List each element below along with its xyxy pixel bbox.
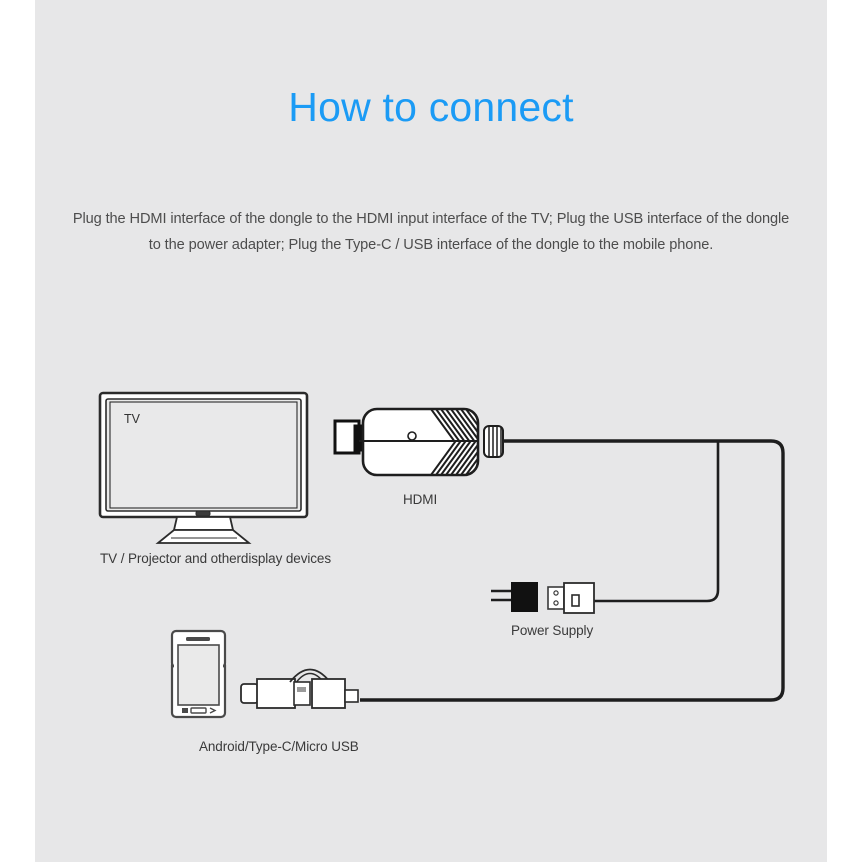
cable-to-power-supply (578, 441, 720, 603)
cable-group (360, 439, 785, 702)
tv-stand-neck (172, 516, 235, 531)
power-adapter-body (511, 582, 538, 612)
tv-stand-foot (155, 529, 252, 544)
tv-screen-label: TV (124, 412, 140, 426)
type-c-plug-housing (256, 678, 296, 709)
tv-illustration (98, 391, 309, 544)
tv-caption: TV / Projector and otherdisplay devices (100, 551, 331, 566)
dual-connector-cable-neck (344, 689, 359, 703)
micro-usb-adapter-slot (297, 687, 306, 692)
phone-button-home (190, 707, 207, 714)
phone-button-back-icon (209, 707, 217, 714)
usb-a-metal-shell (547, 586, 565, 610)
cable-hdmi-to-phone (360, 439, 785, 702)
phone-button-menu (182, 708, 188, 713)
usb-a-shell-hole-bottom (553, 600, 559, 606)
power-supply-caption: Power Supply (511, 623, 594, 638)
micro-usb-body (311, 678, 346, 709)
dongle-led-indicator (407, 431, 417, 441)
phone-connector-caption: Android/Type-C/Micro USB (199, 739, 359, 754)
hdmi-dongle-illustration (333, 407, 504, 477)
power-supply-illustration (491, 582, 595, 614)
phone-earpiece (186, 637, 210, 641)
tv-power-indicator (195, 510, 211, 517)
dongle-strain-relief-ribs (488, 426, 502, 457)
dual-connector-illustration (240, 668, 359, 709)
type-c-plug-tip (240, 683, 259, 704)
usb-a-cable-neck (571, 594, 580, 607)
micro-usb-adapter-head (293, 681, 311, 706)
usb-a-plug-housing (563, 582, 595, 614)
page-title: How to connect (288, 84, 574, 130)
intro-paragraph: Plug the HDMI interface of the dongle to… (72, 211, 790, 253)
usb-a-shell-hole-top (553, 590, 559, 596)
tv-screen (109, 401, 298, 509)
hdmi-caption: HDMI (403, 492, 438, 507)
phone-illustration (170, 629, 227, 719)
phone-screen (177, 644, 220, 706)
